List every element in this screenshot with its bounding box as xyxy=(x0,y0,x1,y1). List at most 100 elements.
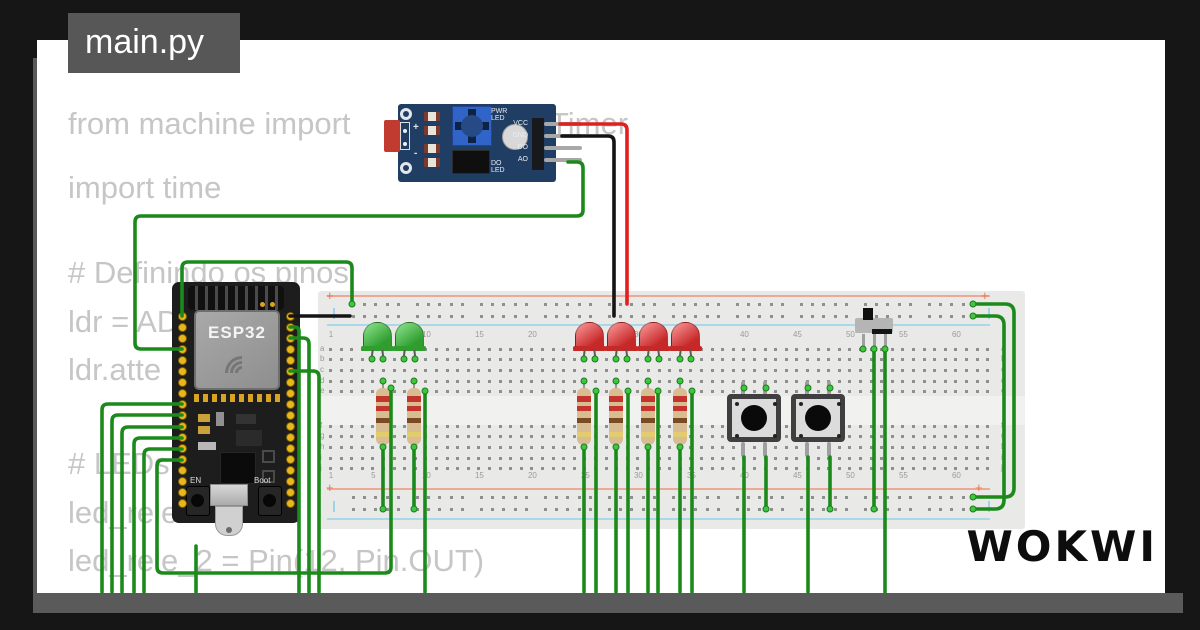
esp32-pin[interactable] xyxy=(177,455,187,465)
column-number: 35 xyxy=(686,471,696,480)
breadboard-hole xyxy=(604,424,608,428)
esp32-pin[interactable] xyxy=(285,388,295,398)
vcc-pin[interactable] xyxy=(544,122,582,126)
esp32-pin[interactable] xyxy=(177,410,187,420)
breadboard-hole xyxy=(350,347,354,351)
esp32-pin[interactable] xyxy=(177,422,187,431)
esp32-pin[interactable] xyxy=(285,333,295,343)
breadboard-hole xyxy=(890,358,894,362)
breadboard-hole xyxy=(392,435,396,439)
breadboard-hole xyxy=(594,368,597,372)
esp32-pin[interactable] xyxy=(285,366,295,376)
esp32-pin[interactable] xyxy=(177,488,187,498)
esp32-pin[interactable] xyxy=(177,388,187,398)
esp32-pin[interactable] xyxy=(285,477,295,487)
breadboard-hole xyxy=(588,314,592,318)
connection-dot xyxy=(740,384,748,392)
pushbutton[interactable] xyxy=(791,394,845,442)
esp32-pin[interactable] xyxy=(177,499,187,509)
esp32-pin[interactable] xyxy=(285,399,295,409)
resistor[interactable] xyxy=(609,382,623,448)
breadboard-hole xyxy=(460,507,464,511)
green-led[interactable] xyxy=(361,322,394,362)
esp32-pin[interactable] xyxy=(285,422,295,431)
esp32-boot-button[interactable] xyxy=(258,486,282,516)
breadboard-hole xyxy=(619,495,623,499)
esp32-pin[interactable] xyxy=(177,377,187,387)
esp32-pin[interactable] xyxy=(177,322,187,332)
breadboard-hole xyxy=(700,390,703,394)
breadboard-hole xyxy=(837,390,841,394)
esp32-pin[interactable] xyxy=(177,333,187,343)
ao-pin[interactable] xyxy=(544,158,582,162)
esp32-pin[interactable] xyxy=(285,377,295,387)
breadboard-hole xyxy=(880,435,884,439)
esp32-pin[interactable] xyxy=(177,399,187,409)
pushbutton-cap[interactable] xyxy=(741,405,767,431)
rail-line-top-positive xyxy=(327,295,990,297)
breadboard-hole xyxy=(551,358,555,362)
green-led[interactable] xyxy=(393,322,426,362)
resistor[interactable] xyxy=(376,382,390,448)
esp32-pin[interactable] xyxy=(285,433,295,443)
esp32-pin[interactable] xyxy=(177,433,187,443)
breadboard-hole xyxy=(837,379,841,383)
esp32-pin[interactable] xyxy=(177,366,187,376)
code-line: import time xyxy=(68,170,222,205)
breadboard-hole xyxy=(731,456,735,460)
esp32-pin[interactable] xyxy=(177,311,187,321)
connection-dot xyxy=(826,505,834,513)
breadboard-hole xyxy=(869,358,873,362)
breadboard-hole xyxy=(403,424,407,428)
gnd-pin[interactable] xyxy=(544,134,582,138)
breadboard-hole xyxy=(922,456,926,460)
breadboard-hole xyxy=(427,507,431,511)
breadboard-hole xyxy=(933,368,937,372)
esp32-pin[interactable] xyxy=(177,444,187,454)
breadboard-hole xyxy=(897,507,901,511)
red-led[interactable] xyxy=(637,322,670,362)
resistor-band xyxy=(673,396,687,402)
breadboard-hole xyxy=(551,379,555,383)
switch-knob[interactable] xyxy=(863,308,873,320)
esp32-pin[interactable] xyxy=(177,355,187,365)
esp32-component xyxy=(262,450,275,463)
resistor[interactable] xyxy=(577,382,591,448)
esp32-pin[interactable] xyxy=(285,322,295,332)
breadboard-hole xyxy=(608,507,611,511)
breadboard-hole xyxy=(509,435,513,439)
file-tab-label: main.py xyxy=(85,23,205,61)
red-led[interactable] xyxy=(669,322,702,362)
esp32-pin[interactable] xyxy=(285,410,295,420)
pushbutton-cap[interactable] xyxy=(805,405,831,431)
esp32-pin[interactable] xyxy=(177,477,187,487)
esp32-pin[interactable] xyxy=(285,355,295,365)
do-pin-label: DO xyxy=(517,144,529,151)
esp32-pin[interactable] xyxy=(285,499,295,509)
breadboard-hole xyxy=(758,507,762,511)
esp32-devkit-board[interactable]: ESP32 EN Boot xyxy=(172,282,300,536)
red-led[interactable] xyxy=(605,322,638,362)
esp32-pin[interactable] xyxy=(285,311,295,321)
esp32-pin[interactable] xyxy=(285,466,295,476)
resistor[interactable] xyxy=(407,382,421,448)
breadboard-hole xyxy=(837,368,841,372)
breadboard-hole xyxy=(859,379,862,383)
esp32-pin[interactable] xyxy=(285,455,295,465)
esp32-pin[interactable] xyxy=(177,344,187,354)
esp32-en-button[interactable] xyxy=(186,486,210,516)
do-pin[interactable] xyxy=(544,146,582,150)
pushbutton[interactable] xyxy=(727,394,781,442)
esp32-pin[interactable] xyxy=(177,466,187,476)
esp32-pin[interactable] xyxy=(285,344,295,354)
trim-potentiometer[interactable] xyxy=(452,106,492,146)
breadboard-hole xyxy=(572,358,576,362)
ldr-sensor-module[interactable]: + - PWR LED DO LED VCC GND DO AO xyxy=(384,104,582,182)
resistor[interactable] xyxy=(673,382,687,448)
red-led[interactable] xyxy=(573,322,606,362)
breadboard-hole xyxy=(466,390,470,394)
esp32-pin[interactable] xyxy=(285,444,295,454)
esp32-pin[interactable] xyxy=(285,488,295,498)
breadboard-hole xyxy=(360,368,364,372)
resistor[interactable] xyxy=(641,382,655,448)
